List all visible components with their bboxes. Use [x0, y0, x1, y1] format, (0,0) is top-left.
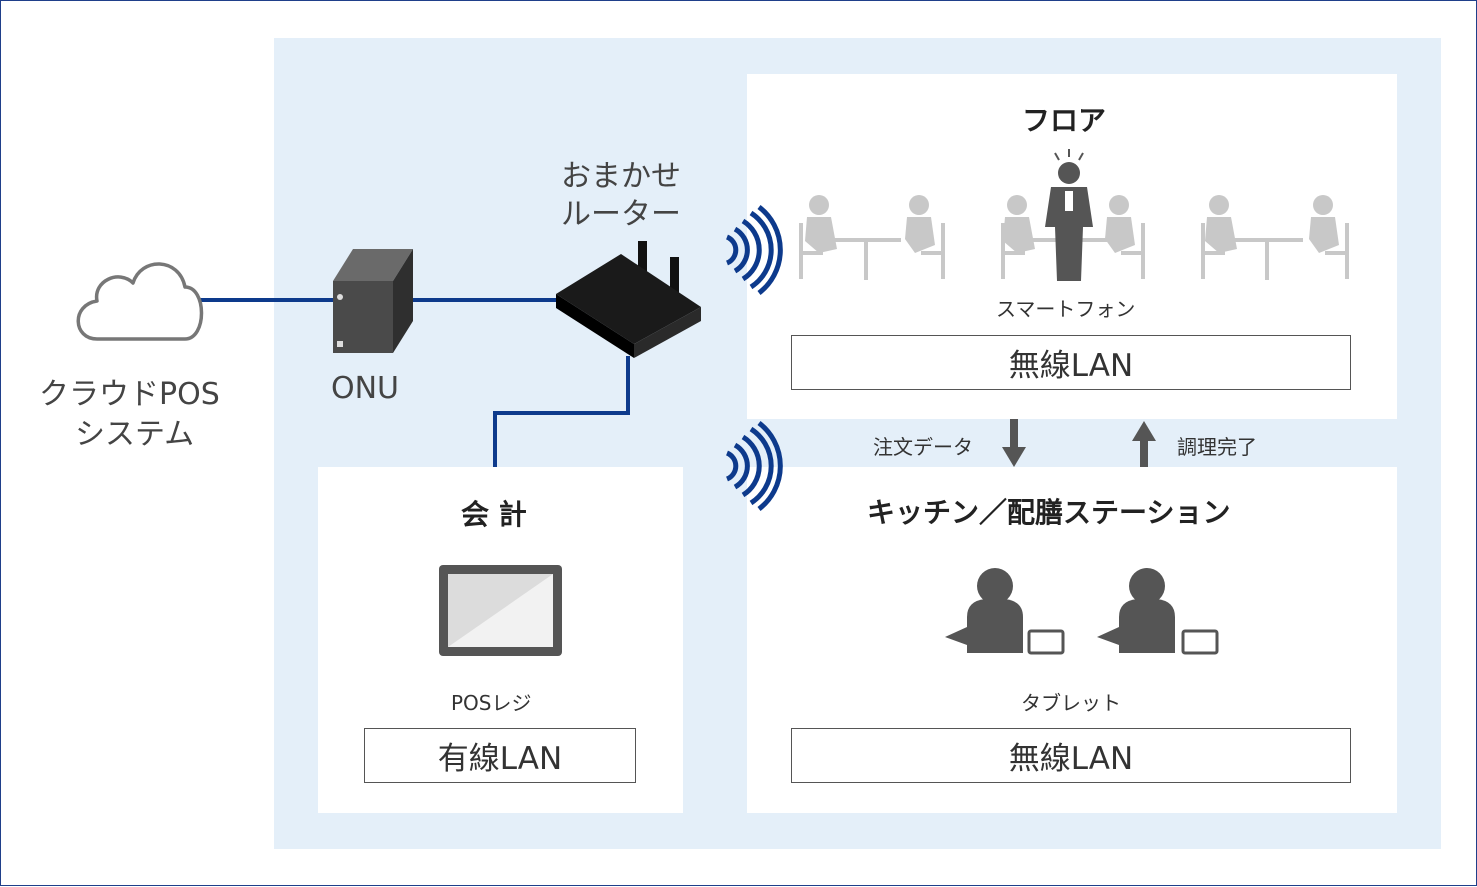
network-lines [196, 298, 630, 467]
wifi-icon-top [725, 205, 783, 295]
onu-icon [333, 249, 413, 353]
kitchen-staff-icon [945, 568, 1219, 655]
smartphone-label: スマートフォン [996, 297, 1136, 321]
cloud-icon [76, 262, 204, 341]
router-label-line2: ルーター [561, 197, 681, 232]
tablet-label: タブレット [1021, 691, 1121, 715]
wifi-icon-bottom [725, 421, 783, 511]
line-router-register [493, 356, 630, 467]
register-lan-box: 有線LAN [364, 728, 636, 783]
router-label-line1: おまかせ [561, 159, 681, 194]
cloud-label-line2: システム [75, 417, 195, 452]
pos-register-icon [439, 565, 562, 656]
router-icon [556, 241, 701, 358]
order-data-label: 注文データ [873, 435, 973, 459]
cloud-label-line1: クラウドPOS [39, 377, 220, 412]
arrow-down-icon [1002, 419, 1026, 467]
kitchen-title: キッチン／配膳ステーション [867, 496, 1231, 529]
pos-register-label: POSレジ [451, 691, 532, 715]
floor-customers-icon [799, 195, 1349, 280]
cooking-done-label: 調理完了 [1177, 435, 1257, 459]
onu-label: ONU [331, 371, 400, 406]
arrow-up-icon [1132, 421, 1156, 467]
waiter-icon [1045, 149, 1093, 281]
floor-lan-box: 無線LAN [791, 335, 1351, 390]
floor-title: フロア [1022, 104, 1107, 137]
register-title: 会 計 [461, 498, 527, 531]
kitchen-lan-box: 無線LAN [791, 728, 1351, 783]
